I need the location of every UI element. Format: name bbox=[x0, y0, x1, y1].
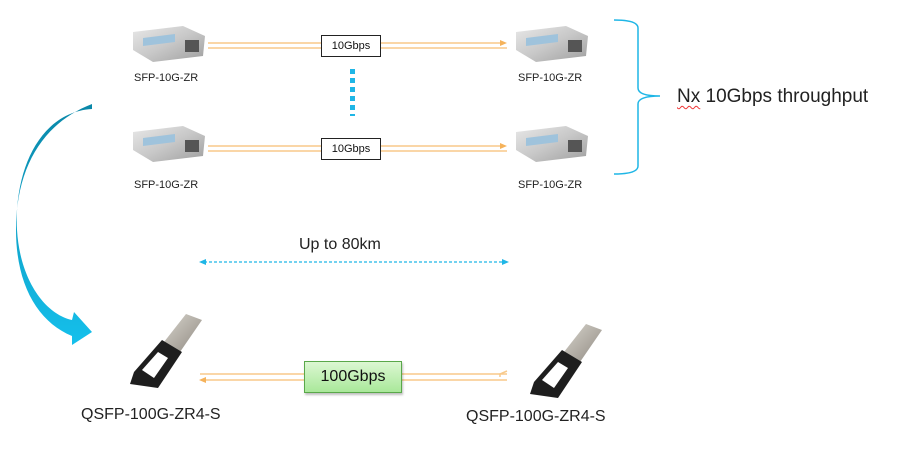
module-label: SFP-10G-ZR bbox=[518, 179, 583, 191]
arrowhead-left-icon bbox=[199, 259, 206, 265]
arrowhead-right-icon bbox=[502, 259, 509, 265]
sfp-module-icon bbox=[516, 26, 588, 62]
module-label: SFP-10G-ZR bbox=[134, 179, 199, 191]
module-label: SFP-10G-ZR bbox=[134, 72, 199, 84]
arrowhead-right-icon bbox=[500, 143, 507, 149]
module-label: QSFP-100G-ZR4-S bbox=[81, 406, 221, 423]
rate-box: 10Gbps bbox=[321, 35, 381, 57]
distance-label: Up to 80km bbox=[299, 236, 381, 253]
module-label: SFP-10G-ZR bbox=[518, 72, 583, 84]
rate-box: 10Gbps bbox=[321, 138, 381, 160]
throughput-label: Nx 10Gbps throughput bbox=[677, 86, 868, 108]
curved-arrow-icon bbox=[16, 104, 92, 345]
module-label: QSFP-100G-ZR4-S bbox=[466, 408, 606, 425]
brace-icon bbox=[613, 19, 661, 175]
sfp-module-icon bbox=[516, 126, 588, 162]
qsfp-module-icon bbox=[530, 324, 602, 398]
sfp-module-icon bbox=[133, 126, 205, 162]
qsfp-module-icon bbox=[130, 314, 202, 388]
distance-arrow bbox=[199, 259, 509, 265]
sfp-module-icon bbox=[133, 26, 205, 62]
rate-box-100g: 100Gbps bbox=[304, 361, 402, 393]
ellipsis-dots bbox=[350, 69, 355, 116]
throughput-suffix: 10Gbps throughput bbox=[700, 86, 869, 107]
throughput-prefix: Nx bbox=[677, 86, 701, 107]
arrowhead-right-icon bbox=[500, 40, 507, 46]
arrowhead-left-icon bbox=[199, 377, 206, 383]
